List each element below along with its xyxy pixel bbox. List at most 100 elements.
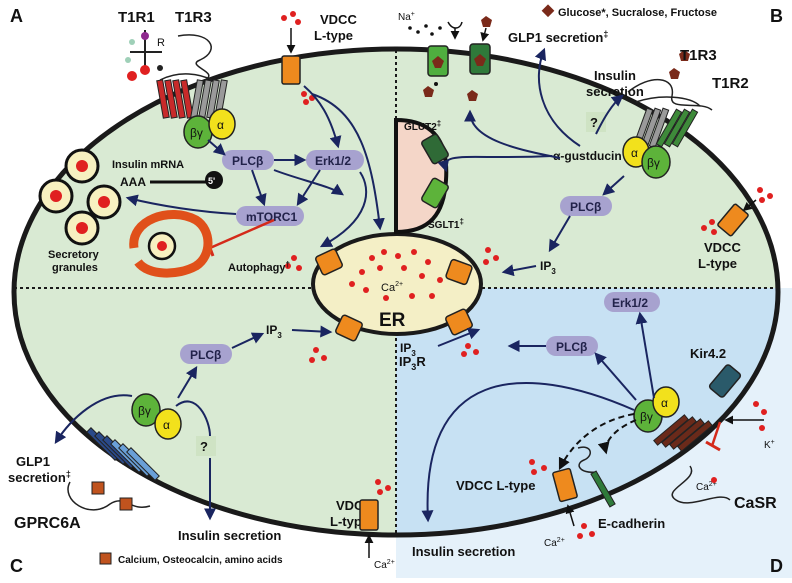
quadrant-b-arrows: [437, 47, 625, 277]
ip3-b-label: IP3: [540, 259, 556, 276]
cytosol-calcium-dots: [285, 247, 499, 363]
vdcc-a-channel: [281, 55, 301, 85]
g-alpha-d: [652, 386, 680, 418]
er-ca-label: Ca2+: [381, 281, 403, 294]
quadrant-a-label: A: [10, 6, 23, 26]
plcb-c-pill: [180, 344, 232, 364]
kir42-channel: [708, 364, 742, 398]
question-mark-b: ?: [590, 115, 598, 130]
g-betagamma-a-label: βγ: [190, 126, 203, 140]
question-box-b: [586, 112, 606, 132]
t1r2-label: T1R2: [712, 75, 749, 92]
g-betagamma-c: [131, 393, 161, 427]
secretion-label-b: secretion: [586, 84, 644, 99]
plcb-a-pill: [222, 150, 274, 170]
er-label: ER: [379, 310, 406, 331]
plcb-b-label: PLCβ: [570, 200, 601, 214]
na-entry-mark: [447, 21, 463, 29]
kir42-inhibit: [710, 421, 722, 447]
ca-label-d: Ca2+: [696, 481, 717, 493]
vdcc-a-label: VDCC: [320, 12, 357, 27]
plcb-d-pill: [546, 336, 598, 356]
vdcc-b-label: VDCC: [704, 240, 741, 255]
mrna-cap: [205, 171, 223, 189]
glut2-label: GLUT2‡: [404, 119, 441, 133]
question-box-c: [196, 436, 216, 456]
sglt-channel-top-b: [469, 43, 491, 75]
glucose-legend-label: Glucose*, Sucralose, Fructose: [558, 7, 717, 19]
sglt-channel-top-a: [427, 45, 449, 77]
quadrant-b-label: B: [770, 6, 783, 26]
g-alpha-c: [154, 408, 182, 440]
casr-label: CaSR: [734, 495, 777, 512]
amino-acid-ligand: [125, 30, 163, 81]
secretory-granules: [38, 148, 122, 246]
er-organelle: [311, 232, 483, 336]
na-dot-inside: [434, 82, 438, 86]
e-cadherin: [577, 446, 616, 508]
glucose-molecule-2: [423, 86, 434, 97]
gprc6a-label: GPRC6A: [14, 515, 81, 532]
insulin-secretion-d: Insulin secretion: [412, 544, 515, 559]
quadrant-d-label: D: [770, 556, 783, 576]
quadrant-d-dashed-arrows: [558, 413, 637, 471]
gprc6a-receptor: [67, 427, 160, 511]
g-betagamma-b: [641, 145, 671, 179]
plcb-a-label: PLCβ: [232, 154, 263, 168]
kir42-label: Kir4.2: [690, 346, 726, 361]
ip3r-channel-b: [445, 258, 473, 286]
erk-a-label: Erk1/2: [315, 154, 351, 168]
t1r1-t1r3-receptor: [156, 34, 228, 119]
plcb-b-pill: [560, 196, 612, 216]
mtorc1-label: mTORC1: [246, 210, 297, 224]
k-dots: [753, 401, 767, 431]
ip3-d-label: IP3: [400, 341, 416, 358]
vdcc-d-ca-dots: [529, 459, 595, 539]
glp1-secretion-b: GLP1 secretion‡: [508, 29, 608, 45]
vdcc-c-ca-dots: [375, 479, 391, 495]
glucose-molecule-1: [481, 16, 492, 27]
erk-d-pill: [604, 292, 660, 312]
vdcc-a-ltype: L-type: [314, 28, 353, 43]
er-calcium-dots: [349, 249, 443, 301]
quadrant-c-arrows: [54, 325, 333, 521]
g-alpha-d-label: α: [661, 396, 668, 410]
insulin-label-b: Insulin: [594, 68, 636, 83]
t1r1-label: T1R1: [118, 9, 155, 26]
five-prime-label: 5': [208, 176, 215, 186]
quadrant-c-label: C: [10, 556, 23, 576]
secretion-label-c: secretion‡: [8, 469, 71, 485]
t1r3-label-b: T1R3: [680, 47, 717, 64]
ip3r-channel-d: [445, 308, 473, 336]
glucose-molecule-5: [669, 68, 680, 79]
g-betagamma-c-label: βγ: [138, 404, 151, 418]
ip3r-channel-c: [335, 314, 363, 342]
insulin-secretion-c: Insulin secretion: [178, 528, 281, 543]
t1r3-label-a: T1R3: [175, 9, 212, 26]
ligand-square-b: [119, 497, 133, 511]
vdcc-b-channel: [717, 203, 749, 237]
g-alpha-b-label: α: [631, 146, 638, 160]
kir42-inhibit-bar: [705, 440, 721, 452]
na-dots: [408, 24, 442, 36]
ligand-r-label: R: [157, 37, 165, 49]
autophagy-label: Autophagy†: [228, 260, 290, 274]
ligand-square-a: [91, 481, 105, 495]
vdcc-c-channel: [359, 499, 379, 531]
aaa-label: AAA: [120, 175, 146, 189]
g-alpha-a: [208, 108, 236, 140]
autophagosome-core: [157, 241, 167, 251]
ca-label-c: Ca2+: [374, 559, 395, 571]
vdcc-b-ca-dots: [701, 187, 773, 235]
cell-membrane: [11, 46, 781, 538]
vdcc-d-channel: [552, 467, 578, 503]
secretory-label: Secretory: [48, 249, 100, 261]
ca-label-d2: Ca2+: [544, 537, 565, 549]
glp1-label-c: GLP1: [16, 454, 50, 469]
question-mark-c: ?: [200, 439, 208, 454]
calcium-legend-label: Calcium, Osteocalcin, amino acids: [118, 555, 283, 566]
glucose-entry-arrow: [480, 27, 490, 42]
vdcc-a-ca-dots: [281, 11, 315, 105]
